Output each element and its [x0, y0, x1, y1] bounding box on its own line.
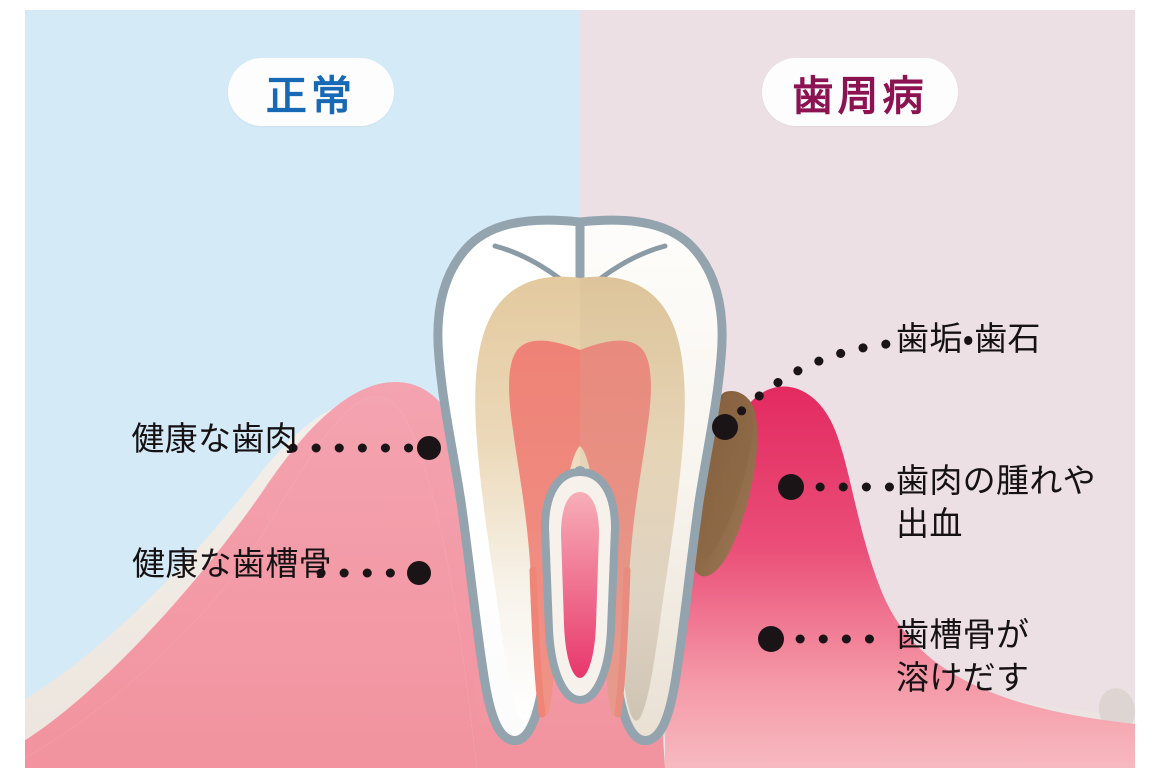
callout-healthy-gum: 健康な歯肉 — [131, 420, 298, 457]
panel-label-disease-text: 歯周病 — [792, 73, 928, 119]
panel-label-disease: 歯周病 — [762, 58, 958, 126]
leader-swelling — [778, 474, 896, 500]
callout-healthy-bone: 健康な歯槽骨 — [132, 545, 332, 582]
callout-gum-swelling: 歯肉の腫れや 出血 — [896, 462, 1096, 542]
leader-boneloss — [758, 626, 896, 652]
callout-plaque: 歯垢・歯石 — [896, 320, 1041, 357]
dental-cross-section-figure — [25, 10, 1135, 768]
root-canal-core — [561, 492, 599, 678]
leader-lines — [288, 338, 902, 652]
leader-plaque — [712, 338, 902, 440]
canal-line-right — [614, 566, 631, 718]
leader-healthy-gum — [288, 436, 441, 460]
panel-label-normal-text: 正常 — [265, 73, 357, 119]
gingiva-normal — [25, 382, 495, 768]
canal-line-left — [529, 566, 546, 718]
callout-bone-loss: 歯槽骨が 溶けだす — [896, 616, 1030, 696]
panel-label-normal: 正常 — [228, 58, 394, 126]
leader-healthy-bone — [316, 561, 431, 585]
tooth — [433, 215, 727, 745]
